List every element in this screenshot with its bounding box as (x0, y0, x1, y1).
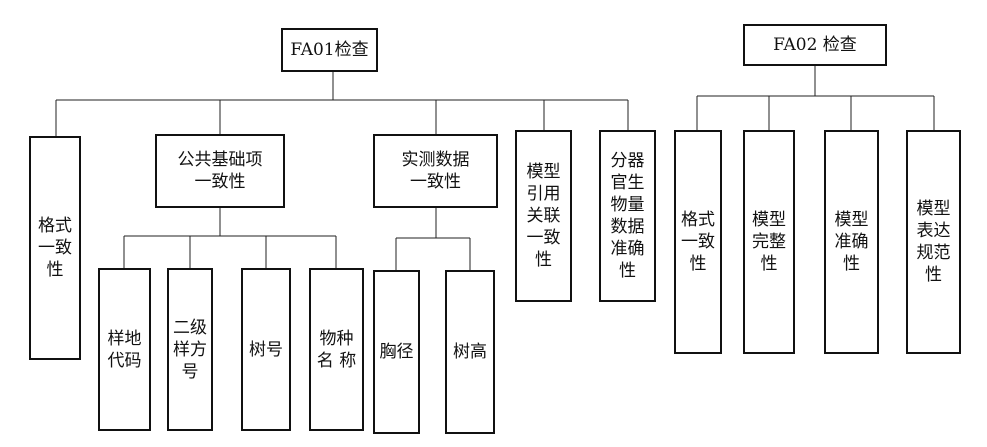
subplot-number-box: 二级 样方 号 (167, 268, 213, 431)
fa02-root-label: FA02 检查 (773, 35, 857, 55)
node-label: 二级 样方 号 (173, 317, 207, 382)
fa01-common-basic-box: 公共基础项 一致性 (155, 134, 285, 208)
node-label: 分器 官生 物量 数据 准确 性 (610, 151, 645, 281)
node-label: 格式 一致 性 (38, 216, 72, 280)
fa01-organ-biomass-box: 分器 官生 物量 数据 准确 性 (599, 130, 656, 302)
node-label: 模型 表达 规范 性 (916, 199, 951, 285)
node-label: 实测数据 一致性 (401, 150, 470, 192)
node-label: 公共基础项 一致性 (177, 150, 263, 192)
fa01-root-box: FA01检查 (281, 28, 378, 72)
node-label: 模型 完整 性 (752, 210, 786, 274)
fa02-format-consistency-box: 格式 一致 性 (674, 130, 722, 354)
species-name-box: 物种 名 称 (309, 268, 364, 431)
fa02-root-box: FA02 检查 (743, 24, 887, 66)
node-label: 模型 引用 关联 一致 性 (526, 162, 561, 270)
tree-number-box: 树号 (241, 268, 291, 431)
node-label: 格式 一致 性 (681, 210, 715, 274)
fa02-model-expression-box: 模型 表达 规范 性 (906, 130, 961, 354)
node-label: 样地 代码 (107, 328, 142, 371)
fa02-model-accuracy-box: 模型 准确 性 (824, 130, 879, 354)
fa01-model-reference-box: 模型 引用 关联 一致 性 (515, 130, 572, 302)
fa01-root-label: FA01检查 (290, 40, 369, 60)
node-label: 模型 准确 性 (834, 210, 869, 274)
node-label: 树高 (453, 342, 487, 362)
node-label: 树号 (249, 339, 283, 360)
tree-height-box: 树高 (445, 270, 495, 434)
fa01-measured-data-box: 实测数据 一致性 (373, 134, 498, 208)
fa02-model-completeness-box: 模型 完整 性 (743, 130, 795, 354)
node-label: 物种 名 称 (316, 328, 357, 371)
node-label: 胸径 (379, 342, 414, 362)
fa01-format-consistency-box: 格式 一致 性 (29, 136, 81, 360)
plot-code-box: 样地 代码 (98, 268, 151, 431)
dbh-box: 胸径 (373, 270, 420, 434)
